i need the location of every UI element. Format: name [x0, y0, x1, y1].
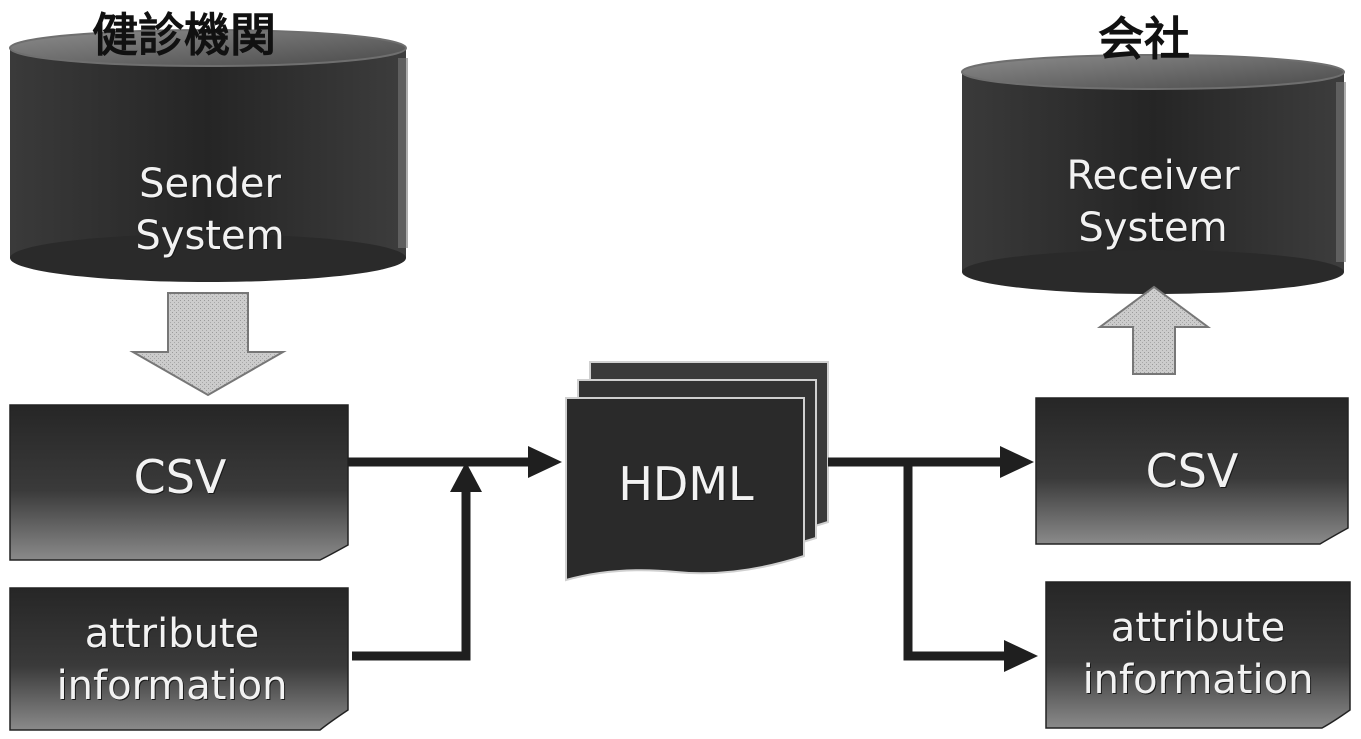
arrowhead-hdml-to-csv: [1000, 446, 1034, 478]
block-arrow-down: [129, 292, 287, 397]
receiver-system-cylinder: [961, 54, 1346, 294]
receiver-csv-label: CSV: [1145, 444, 1239, 498]
receiver-system-line1: Receiver: [1066, 153, 1240, 199]
sender-attribute-label: attribute information: [22, 608, 322, 712]
connector-attribute-to-join: [352, 490, 471, 661]
receiver-system-line2: System: [1078, 205, 1228, 251]
arrowhead-branch-attribute: [1004, 640, 1038, 672]
connector-branch-to-attribute: [903, 462, 1016, 661]
sender-org-heading: 健診機関: [92, 8, 276, 62]
sender-attribute-line2: information: [56, 663, 288, 709]
hdml-document-stack: [565, 361, 829, 582]
arrowhead-csv-to-hdml: [528, 446, 562, 478]
receiver-system-label: Receiver System: [1013, 150, 1293, 254]
sender-csv-document: [9, 404, 349, 561]
hdml-label: HDML: [618, 457, 754, 511]
receiver-csv-document: [1035, 397, 1349, 545]
receiver-attribute-label: attribute information: [1048, 602, 1348, 706]
sender-system-line1: Sender: [139, 161, 281, 207]
sender-csv-label: CSV: [133, 450, 227, 504]
receiver-attribute-line2: information: [1082, 657, 1314, 703]
receiver-org-heading: 会社: [1098, 12, 1190, 66]
sender-attribute-document: [9, 587, 349, 731]
arrowhead-attribute-join: [450, 462, 482, 492]
sender-system-label: Sender System: [80, 158, 340, 262]
block-arrow-up: [1096, 285, 1212, 375]
sender-attribute-line1: attribute: [84, 611, 260, 657]
sender-system-line2: System: [135, 213, 285, 259]
receiver-attribute-document: [1045, 581, 1351, 729]
sender-system-cylinder: [9, 29, 408, 282]
receiver-attribute-line1: attribute: [1110, 605, 1286, 651]
